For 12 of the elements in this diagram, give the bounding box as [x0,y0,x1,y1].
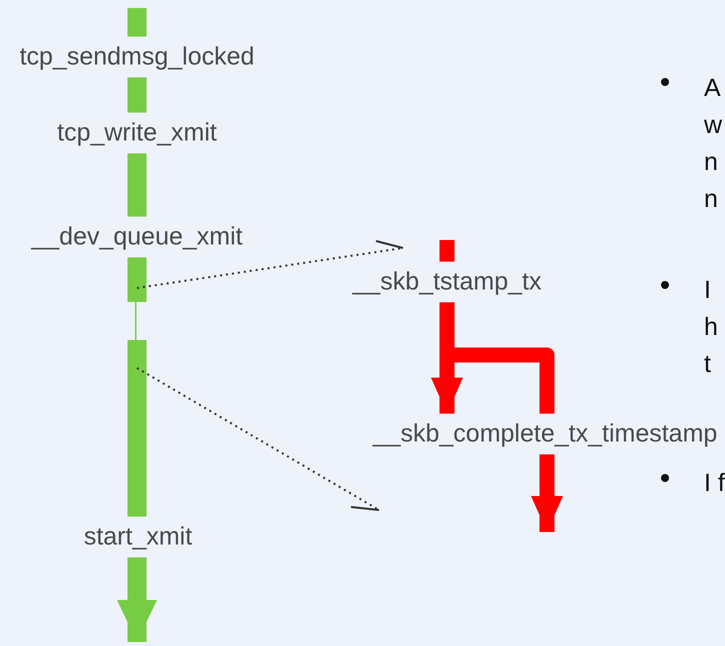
function-label: tcp_write_xmit [57,118,217,148]
cropped-bullet-text: A w n n [704,73,724,215]
function-label: __skb_complete_tx_timestamp [372,420,718,448]
function-label: __dev_queue_xmit [31,222,243,252]
cropped-bullet-text: I h t [704,275,719,380]
flow-arrow [128,257,146,517]
function-label: start_xmit [84,522,192,552]
flow-arrow [531,454,563,532]
function-label: __skb_tstamp_tx [352,268,542,296]
cropped-bullet-text: I f [704,468,725,499]
flow-arrow [117,557,157,642]
function-label: tcp_sendmsg_locked [20,42,254,72]
